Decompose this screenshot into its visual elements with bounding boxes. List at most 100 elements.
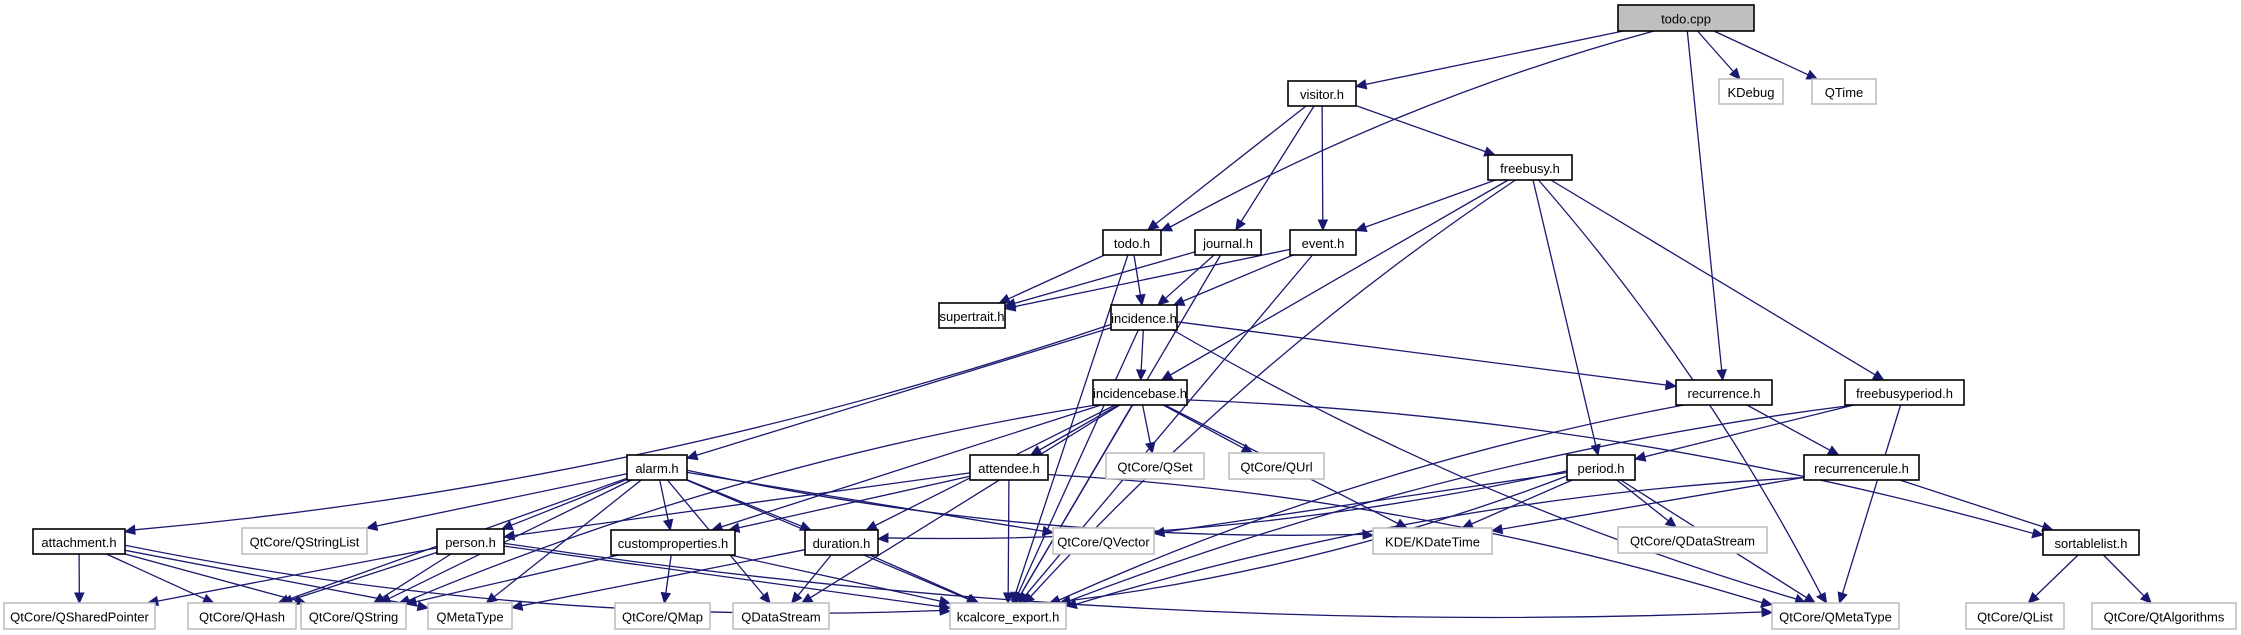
edge-duration_h-to-QDataStream <box>797 554 832 596</box>
edge-customproperties_h-to-kcalcore_export_h <box>729 554 941 602</box>
node-box <box>1372 527 1493 555</box>
node-label: supertrait.h <box>939 309 1004 324</box>
node-box <box>32 528 126 555</box>
node-customproperties-h[interactable]: customproperties.h <box>610 529 736 556</box>
node-label: QtCore/QList <box>1977 610 2053 625</box>
node-visitor-h[interactable]: visitor.h <box>1287 80 1357 107</box>
arrowhead-incidence_h-to-recurrence_h <box>1664 379 1678 391</box>
edge-incidencebase_h-to-QUrl <box>1162 404 1244 449</box>
node-box <box>1194 229 1262 256</box>
arrowhead-sortablelist_h-to-QList <box>2027 591 2040 604</box>
edge-sortablelist_h-to-QList <box>2035 554 2079 597</box>
arrowhead-attachment_h-to-QHash <box>201 593 215 604</box>
node-person-h[interactable]: person.h <box>436 528 505 555</box>
node-box <box>1289 229 1357 256</box>
node-label: incidence.h <box>1111 311 1177 326</box>
edge-visitor_h-to-freebusy_h <box>1355 104 1486 153</box>
node-label: QtCore/QSet <box>1117 460 1193 475</box>
node-incidence-h[interactable]: incidence.h <box>1110 304 1178 331</box>
arrowhead-todo_cpp-to-QTime <box>1805 69 1819 80</box>
node-box <box>614 602 711 630</box>
edge-person_h-to-kcalcore_export_h <box>503 545 941 608</box>
node-label: todo.h <box>1114 236 1150 251</box>
arrowhead-freebusy_h-to-period_h <box>1590 443 1601 457</box>
edge-visitor_h-to-journal_h <box>1240 105 1315 222</box>
edge-freebusyperiod_h-to-kcalcore_export_h <box>1069 404 1855 602</box>
arrowhead-freebusy_h-to-incidencebase_h <box>1160 370 1174 381</box>
node-box <box>1803 454 1920 481</box>
arrowhead-incidencebase_h-to-QDataStream <box>800 592 814 604</box>
node-box <box>1675 379 1773 406</box>
edge-alarm_h-to-duration_h <box>686 479 802 527</box>
node-label: KDE/KDateTime <box>1385 535 1480 550</box>
node-qhash: QtCore/QHash <box>187 602 297 630</box>
arrowhead-alarm_h-to-QDataStream <box>759 591 771 604</box>
arrowhead-todo_cpp-to-KDebug <box>1729 67 1741 80</box>
arrowhead-incidencebase_h-to-sortablelist_h <box>2031 528 2045 539</box>
node-label: period.h <box>1578 461 1625 476</box>
edge-period_h-to-QVector <box>1163 471 1568 533</box>
node-recurrencerule-h[interactable]: recurrencerule.h <box>1803 454 1920 481</box>
node-label: QtCore/QStringList <box>250 535 360 550</box>
node-todo-h[interactable]: todo.h <box>1102 229 1162 256</box>
node-duration-h[interactable]: duration.h <box>804 529 879 556</box>
edge-attachment_h-to-QMetaTypeShort <box>124 549 419 607</box>
edge-alarm_h-to-QStringList <box>376 473 628 527</box>
arrowhead-event_h-to-incidence_h <box>1172 296 1186 306</box>
edge-duration_h-to-kcalcore_export_h <box>869 554 970 600</box>
node-qmetatype: QtCore/QMetaType <box>1771 602 1900 630</box>
node-freebusy-h[interactable]: freebusy.h <box>1487 154 1573 181</box>
node-attendee-h[interactable]: attendee.h <box>969 454 1049 481</box>
node-label: incidencebase.h <box>1093 386 1187 401</box>
node-label: journal.h <box>1202 236 1253 251</box>
edge-person_h-to-QMetaType <box>503 542 1763 619</box>
node-period-h[interactable]: period.h <box>1566 454 1636 481</box>
node-event-h[interactable]: event.h <box>1289 229 1357 256</box>
edge-recurrencerule_h-to-KDateTime <box>1501 476 1805 530</box>
node-box <box>1811 78 1877 105</box>
node-todo-cpp[interactable]: todo.cpp <box>1617 4 1755 32</box>
node-box <box>1105 452 1205 480</box>
edge-todo_h-to-kcalcore_export_h <box>1014 254 1129 594</box>
node-label: freebusy.h <box>1500 161 1560 176</box>
node-alarm-h[interactable]: alarm.h <box>626 454 688 481</box>
arrowhead-alarm_h-to-KDateTime <box>1362 529 1375 540</box>
edge-attachment_h-to-QString <box>124 553 297 602</box>
arrowhead-incidence_h-to-attachment_h <box>123 524 136 535</box>
node-qmetatypeshort: QMetaType <box>427 602 513 630</box>
node-sortablelist-h[interactable]: sortablelist.h <box>2042 529 2140 556</box>
edge-attendee_h-to-person_h <box>513 472 971 537</box>
edge-todo_cpp-to-visitor_h <box>1365 30 1624 86</box>
arrowhead-customproperties_h-to-QMap <box>660 591 672 605</box>
node-box <box>241 527 368 555</box>
node-box <box>949 602 1067 630</box>
edge-recurrencerule_h-to-kcalcore_export_h <box>1075 476 1805 605</box>
node-label: visitor.h <box>1300 87 1344 102</box>
node-qmap: QtCore/QMap <box>614 602 711 630</box>
node-box <box>1052 527 1155 555</box>
edge-person_h-to-QString <box>382 553 452 599</box>
edge-incidencebase_h-to-customproperties_h <box>721 404 1102 528</box>
node-box <box>1566 454 1636 481</box>
node-label: attachment.h <box>41 535 116 550</box>
node-box <box>3 602 156 630</box>
node-label: recurrence.h <box>1688 386 1761 401</box>
node-qvector: QtCore/QVector <box>1052 527 1155 555</box>
node-label: KDebug <box>1728 85 1775 100</box>
edge-freebusy_h-to-freebusyperiod_h <box>1550 179 1876 376</box>
node-journal-h[interactable]: journal.h <box>1194 229 1262 256</box>
edge-sortablelist_h-to-QtAlgorithms <box>2102 554 2145 597</box>
node-box <box>1228 452 1325 480</box>
arrowhead-alarm_h-to-QStringList <box>365 520 379 532</box>
node-attachment-h[interactable]: attachment.h <box>32 528 126 555</box>
edge-attendee_h-to-customproperties_h <box>738 475 971 529</box>
node-label: person.h <box>445 535 496 550</box>
arrowhead-period_h-to-QCoreDataStream <box>1664 516 1678 528</box>
edge-recurrencerule_h-to-sortablelist_h <box>1899 479 2044 528</box>
node-freebusyperiod-h[interactable]: freebusyperiod.h <box>1844 379 1965 406</box>
node-label: QtCore/QMap <box>622 610 703 625</box>
node-incidencebase-h[interactable]: incidencebase.h <box>1092 379 1188 406</box>
node-supertrait-h[interactable]: supertrait.h <box>938 302 1006 329</box>
edge-todo_cpp-to-todo_h <box>1169 30 1655 228</box>
node-recurrence-h[interactable]: recurrence.h <box>1675 379 1773 406</box>
